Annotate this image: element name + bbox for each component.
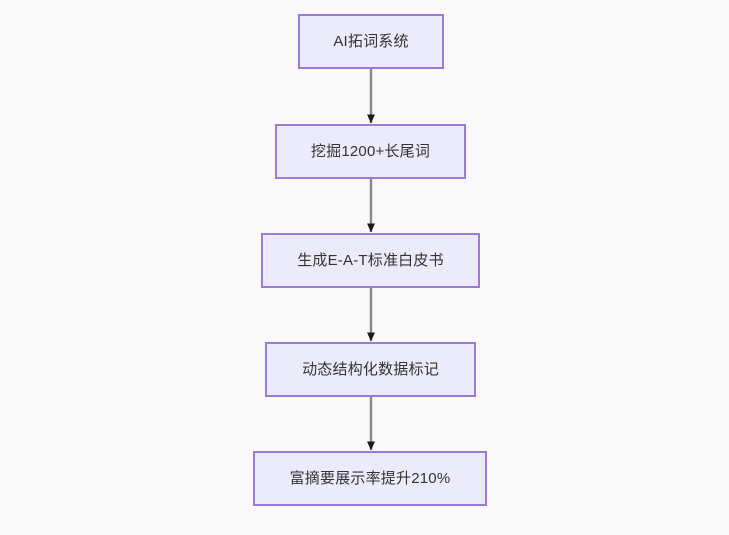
flow-node-label: 挖掘1200+长尾词 [310, 143, 431, 160]
flow-node-generate-eat-whitepaper[interactable]: 生成E-A-T标准白皮书 [261, 233, 480, 288]
flow-node-mine-longtail-keywords[interactable]: 挖掘1200+长尾词 [275, 124, 466, 179]
flow-node-dynamic-structured-data-markup[interactable]: 动态结构化数据标记 [265, 342, 476, 397]
flow-node-label: 生成E-A-T标准白皮书 [297, 252, 444, 269]
flow-node-ai-keyword-system[interactable]: AI拓词系统 [298, 14, 444, 69]
flow-node-rich-snippet-impression-lift[interactable]: 富摘要展示率提升210% [253, 451, 487, 506]
flow-node-label: 动态结构化数据标记 [302, 361, 439, 378]
flow-node-label: AI拓词系统 [333, 33, 409, 50]
flow-node-label: 富摘要展示率提升210% [289, 470, 451, 487]
